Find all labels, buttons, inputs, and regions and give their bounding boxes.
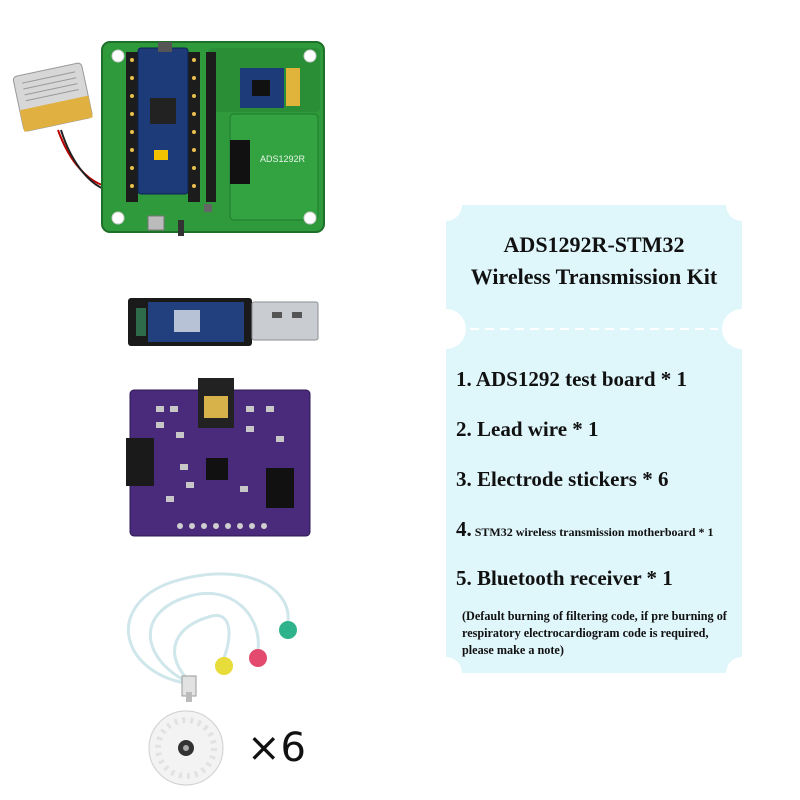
kit-contents-card: ADS1292R-STM32 Wireless Transmission Kit…	[446, 205, 742, 673]
kit-item-text: Lead wire * 1	[477, 417, 599, 441]
lead-wire-image	[127, 572, 297, 702]
kit-item-text: STM32 wireless transmission motherboard …	[474, 525, 714, 539]
kit-item-number: 2.	[456, 417, 472, 441]
kit-item: 5. Bluetooth receiver * 1	[456, 566, 673, 590]
electrode-quantity-label: ×6	[247, 725, 306, 771]
kit-item-number: 4.	[456, 517, 472, 541]
kit-item-number: 3.	[456, 467, 472, 491]
kit-title-line2: Wireless Transmission Kit	[470, 264, 718, 289]
kit-item: 1. ADS1292 test board * 1	[456, 367, 687, 391]
kit-item-text: Bluetooth receiver * 1	[477, 566, 673, 590]
kit-item: 4. STM32 wireless transmission motherboa…	[456, 517, 714, 544]
kit-item-text: Electrode stickers * 6	[477, 467, 669, 491]
stm32-motherboard-image: ADS1292R	[12, 41, 325, 236]
burning-note: (Default burning of filtering code, if p…	[462, 609, 727, 657]
kit-title-line1: ADS1292R-STM32	[503, 232, 685, 257]
ads1292-test-board-image	[126, 378, 311, 537]
electrode-sticker-image	[148, 710, 224, 786]
kit-item-number: 5.	[456, 566, 472, 590]
kit-item-text: ADS1292 test board * 1	[475, 367, 688, 391]
kit-item: 2. Lead wire * 1	[456, 417, 599, 441]
ads-chip-label: ADS1292R	[260, 154, 306, 164]
ticket-background	[446, 205, 742, 673]
kit-item-number: 1.	[456, 367, 472, 391]
bluetooth-receiver-image	[128, 298, 319, 346]
kit-item: 3. Electrode stickers * 6	[456, 467, 668, 491]
